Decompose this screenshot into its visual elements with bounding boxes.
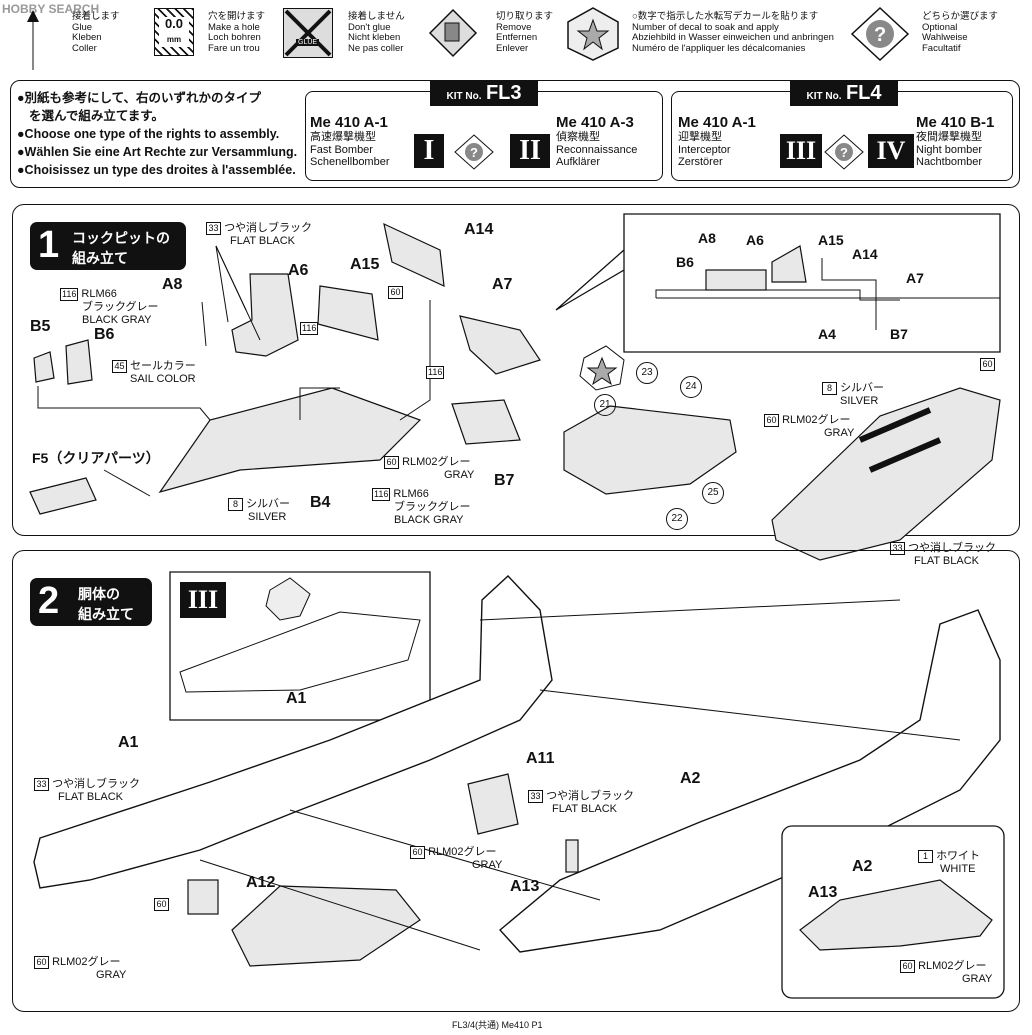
step1-panel: [12, 204, 1020, 536]
decal-number-22: 22: [666, 508, 688, 530]
kit-fl4-panel: KIT No. FL4 Me 410 A-1 迎撃機型 Interceptor …: [671, 80, 1013, 181]
fl4-left-info: Me 410 A-1 迎撃機型 Interceptor Zerstörer: [678, 114, 756, 168]
part-label-a11: A11: [526, 750, 555, 767]
fl4-right-info: Me 410 B-1 夜間爆撃機型 Night bomber Nachtbomb…: [916, 114, 995, 168]
kit-fl3-badge: KIT No. FL3: [430, 80, 538, 106]
paint-60: 60: [388, 286, 403, 299]
optional-icon: ?: [454, 134, 494, 170]
optional-icon: ?: [850, 6, 910, 62]
decal-number-23: 23: [636, 362, 658, 384]
type-iii-badge: III: [180, 582, 226, 618]
type-iii-badge: III: [780, 134, 822, 168]
inset-label-a6: A6: [746, 232, 764, 248]
part-label-a7: A7: [492, 276, 513, 293]
type-i-badge: I: [414, 134, 444, 168]
part-label-f5: F5（クリアパーツ）: [32, 450, 160, 466]
cut-off-icon: [428, 8, 478, 58]
part-label-a13: A13: [510, 878, 540, 895]
inset-label-a14: A14: [852, 246, 878, 262]
part-label-a12: A12: [246, 874, 276, 891]
paint-60: 60: [154, 898, 169, 911]
fl3-right-info: Me 410 A-3 偵察機型 Reconnaissance Aufklärer: [556, 114, 638, 168]
part-label-a1: A1: [286, 690, 307, 707]
kit-fl4-badge: KIT No. FL4: [790, 80, 898, 106]
decal-number-21: 21: [594, 394, 616, 416]
inset-label-a4: A4: [818, 326, 836, 342]
optional-icon: ?: [824, 134, 864, 170]
paint-60: 60: [980, 358, 995, 371]
up-down-arrow-icon: [27, 10, 39, 70]
decal-icon: [567, 7, 619, 61]
decal-number-25: 25: [702, 482, 724, 504]
inset-label-b7: B7: [890, 326, 908, 342]
fl3-left-info: Me 410 A-1 高速爆撃機型 Fast Bomber Schenellbo…: [310, 114, 390, 168]
step1-header: 1 コックピットの 組み立て: [30, 222, 186, 270]
part-label-a8: A8: [162, 276, 183, 293]
inset-label-b6: B6: [676, 254, 694, 270]
part-label-b7: B7: [494, 472, 515, 489]
step2-header: 2 胴体の 組み立て: [30, 578, 152, 626]
inset-label-a7: A7: [906, 270, 924, 286]
part-label-a14: A14: [464, 221, 494, 238]
type-iv-badge: IV: [868, 134, 914, 168]
decal-number-24: 24: [680, 376, 702, 398]
inset-label-a13: A13: [808, 884, 838, 901]
kit-fl3-panel: KIT No. FL3 Me 410 A-1 高速爆撃機型 Fast Bombe…: [305, 80, 663, 181]
part-label-b5: B5: [30, 318, 51, 335]
svg-text:?: ?: [874, 24, 886, 46]
paint-116: 116: [300, 322, 319, 335]
part-label-a15: A15: [350, 256, 380, 273]
no-glue-icon: GLUE: [283, 8, 333, 58]
part-label-b6: B6: [94, 326, 115, 343]
inset-label-a8: A8: [698, 230, 716, 246]
part-label-a6: A6: [288, 262, 309, 279]
part-label-a1: A1: [118, 734, 139, 751]
watermark: HOBBY SEARCH: [2, 2, 100, 16]
svg-text:?: ?: [840, 145, 848, 160]
type-ii-badge: II: [510, 134, 550, 168]
paint-116: 116: [426, 366, 445, 379]
type-selection-panel: ●別紙も参考にして、右のいずれかのタイプ を選んで組み立てます。 ●Choose…: [10, 80, 1020, 188]
part-label-b4: B4: [310, 494, 331, 511]
svg-text:?: ?: [470, 145, 478, 160]
step2-panel: [12, 550, 1020, 1012]
choose-instructions: ●別紙も参考にして、右のいずれかのタイプ を選んで組み立てます。 ●Choose…: [17, 91, 298, 177]
page-footer: FL3/4(共通) Me410 P1: [452, 1020, 543, 1030]
inset-label-a2: A2: [852, 858, 873, 875]
inset-label-a15: A15: [818, 232, 844, 248]
part-label-a2: A2: [680, 770, 701, 787]
